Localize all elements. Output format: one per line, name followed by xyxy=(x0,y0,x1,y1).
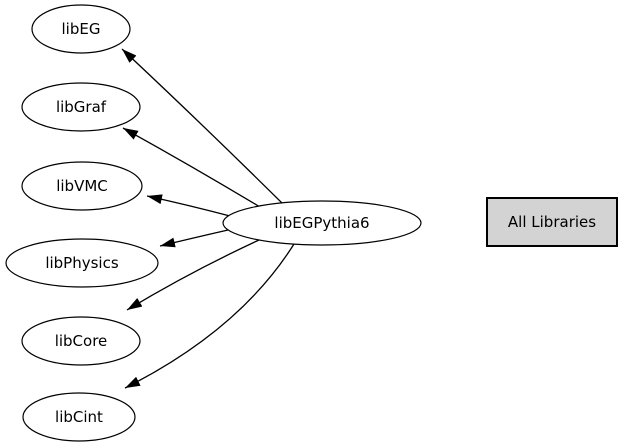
node-libVMC[interactable]: libVMC xyxy=(21,161,143,211)
node-libCore-label: libCore xyxy=(55,332,108,350)
edge-libEGPythia6-to-libCint xyxy=(124,243,295,389)
node-libEGPythia6-ellipse[interactable] xyxy=(222,200,422,246)
edge-group xyxy=(121,48,295,389)
node-libGraf-ellipse[interactable] xyxy=(21,82,141,132)
edge-libEGPythia6-to-libEG xyxy=(121,48,284,205)
edge-libEGPythia6-to-libVMC xyxy=(146,194,231,217)
node-libCint[interactable]: libCint xyxy=(22,392,136,442)
node-libEG-ellipse[interactable] xyxy=(31,4,131,54)
node-libPhysics-ellipse[interactable] xyxy=(5,238,159,288)
node-libEGPythia6-label: libEGPythia6 xyxy=(274,214,369,232)
node-all-libraries[interactable]: All Libraries xyxy=(486,197,618,247)
node-all-libraries-label: All Libraries xyxy=(508,213,596,231)
edge-libEGPythia6-to-libPhysics xyxy=(159,229,229,248)
node-libCore-ellipse[interactable] xyxy=(21,316,141,366)
node-libVMC-ellipse[interactable] xyxy=(21,161,143,211)
node-libEG[interactable]: libEG xyxy=(31,4,131,54)
node-libPhysics-label: libPhysics xyxy=(45,254,119,272)
node-libCint-ellipse[interactable] xyxy=(22,392,136,442)
node-libGraf-label: libGraf xyxy=(56,98,107,116)
node-libGraf[interactable]: libGraf xyxy=(21,82,141,132)
node-libCint-label: libCint xyxy=(55,408,103,426)
edge-libEGPythia6-to-libCore xyxy=(126,239,260,311)
node-libEGPythia6[interactable]: libEGPythia6 xyxy=(222,200,422,246)
node-libVMC-label: libVMC xyxy=(56,177,108,195)
node-all-libraries-box[interactable] xyxy=(486,197,618,247)
edge-libEGPythia6-to-libGraf xyxy=(122,127,261,208)
node-libEG-label: libEG xyxy=(62,20,101,38)
node-libPhysics[interactable]: libPhysics xyxy=(5,238,159,288)
node-libCore[interactable]: libCore xyxy=(21,316,141,366)
